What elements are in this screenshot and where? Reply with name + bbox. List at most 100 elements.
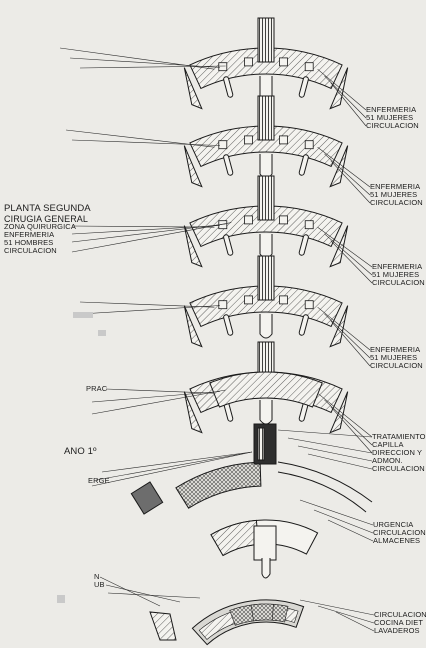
floor1-wing-leader — [330, 82, 367, 127]
floor5-wing-leader — [317, 392, 373, 438]
floor6-outline — [277, 461, 373, 503]
floor2-labels: ENFERMERIA 51 MUJERES CIRCULACION — [370, 183, 423, 207]
floor8-room — [250, 603, 276, 622]
floor4-label-2: 51 MUJERES — [370, 353, 418, 362]
floor4-wing-room — [218, 300, 228, 310]
floor1-wing-leg — [329, 67, 349, 110]
floor2-wing-room — [218, 140, 228, 150]
floor7-label-1: URGENCIA — [373, 520, 414, 529]
floor2-label-3: CIRCULACION — [370, 198, 423, 207]
floor6-leader-right — [297, 445, 373, 462]
floor2-wing-room — [279, 135, 288, 145]
floor7-leader — [299, 499, 374, 526]
floor6-leader-right — [287, 437, 373, 454]
floor2-label-1: ENFERMERIA — [370, 182, 421, 191]
floor4-wing-room — [279, 295, 288, 305]
floor8-stair — [261, 558, 271, 579]
floor6-dark-room — [130, 481, 164, 515]
floor7-leader — [313, 509, 374, 534]
floor5-left-labels: PRAC — [86, 385, 107, 393]
floor8-core — [253, 525, 277, 561]
floor3-labels: ENFERMERIA 51 MUJERES CIRCULACION — [372, 263, 425, 287]
floor4-labels: ENFERMERIA 51 MUJERES CIRCULACION — [370, 346, 423, 370]
floor4-wing-leg — [183, 305, 203, 348]
floor1-wing-leader-left — [79, 65, 226, 69]
floor4-wing-leader — [324, 313, 371, 359]
floor1-wing-leader-left — [69, 57, 221, 68]
floor8-leader-left — [107, 592, 201, 599]
floor8-left-labels: N UB — [94, 573, 105, 589]
floor3-wing-leader — [317, 226, 373, 268]
floor5-wing-leg — [183, 391, 203, 434]
floor8-labels: CIRCULACION COCINA DIET LAVADEROS — [374, 611, 426, 635]
floor3-wing-room — [244, 215, 253, 225]
floor6-wing — [175, 461, 262, 509]
scan-smudge — [98, 330, 106, 336]
floor3-wing-leader-left — [71, 223, 226, 243]
floor4-wing-leader-left — [79, 301, 215, 308]
floor6-title: ANO 1º — [64, 447, 97, 457]
floor3-wing-leader — [330, 240, 373, 284]
floor1-wing-leg — [183, 67, 203, 110]
floor5-wing-leader — [330, 406, 373, 454]
floor1-label-3: CIRCULACION — [366, 121, 419, 130]
floor6-leader-left — [101, 451, 253, 473]
floor7-leader — [327, 519, 374, 542]
floor4-wing-core — [257, 255, 275, 301]
floor3-wing-leader-left — [71, 222, 232, 253]
floor5-wing-leader-left — [91, 389, 226, 415]
floor2-wing-leader — [324, 153, 371, 196]
floor1-label-2: 51 MUJERES — [366, 113, 414, 122]
floor8-leader-right — [317, 605, 375, 624]
floor1-wing-room — [218, 62, 228, 72]
floor3-label-3: CIRCULACION — [372, 278, 425, 287]
floor8-label-1: CIRCULACION — [374, 610, 426, 619]
floor5-inner-ring — [209, 371, 323, 408]
floor4-wing-leader — [330, 320, 371, 367]
floor3-wing-leg — [183, 225, 203, 268]
floor3-wing-leader-left — [71, 225, 221, 235]
floor4-label-1: ENFERMERIA — [370, 345, 421, 354]
floor8-left-label-2: UB — [94, 580, 105, 589]
floor6-leader-right — [307, 453, 373, 470]
floor3-label-2: 51 MUJERES — [372, 270, 420, 279]
floor2-wing-leader — [330, 160, 371, 204]
floor2-wing-leg — [183, 145, 203, 188]
floor2-wing-core — [257, 95, 275, 141]
floor5-wing-leg — [329, 391, 349, 434]
floor2-wing-leader-left — [71, 139, 221, 146]
floor2-wing-leg — [329, 145, 349, 188]
floor2-wing-leader — [317, 146, 371, 188]
floor3-wing-stair — [259, 234, 273, 259]
floor8-leader-left — [105, 584, 181, 603]
floor7-labels: URGENCIA CIRCULACION ALMACENES — [373, 521, 426, 545]
floor2-wing-stair — [259, 154, 273, 179]
floor6-leader-right — [277, 429, 373, 438]
floor3-left-label-2: ENFERMERIA — [4, 230, 55, 239]
floor6-core — [253, 423, 277, 465]
floor1-wing-room — [279, 57, 288, 67]
floor6-left-label-1: ERGE — [88, 476, 110, 485]
floor7-label-2: CIRCULACION — [373, 528, 426, 537]
floor3-wing-room — [304, 220, 314, 230]
floor8-leg — [149, 611, 177, 641]
floor1-labels: ENFERMERIA 51 MUJERES CIRCULACION — [366, 106, 419, 130]
floor4-wing-room — [244, 295, 253, 305]
floor6-left-labels: ERGE — [88, 477, 110, 485]
floor8-label-2: COCINA DIET — [374, 618, 424, 627]
floor5-label-2: CAPILLA — [372, 440, 404, 449]
floor1-wing-core — [257, 17, 275, 63]
floor8-leader-right — [299, 599, 375, 616]
floor3-left-label-1: ZONA QUIRURGICA — [4, 222, 76, 231]
floor3-left-label-4: CIRCULACION — [4, 246, 57, 255]
floor5-wing-leader-left — [105, 388, 215, 394]
floor5-label-3: DIRECCION Y — [372, 448, 423, 457]
floor8-leader-left — [99, 576, 161, 607]
floor8-label-3: LAVADEROS — [374, 626, 420, 635]
floor6-title-1: ANO 1º — [64, 446, 97, 457]
floor4-wing-leader — [317, 306, 371, 351]
floor4-label-3: CIRCULACION — [370, 361, 423, 370]
floor4-wing-leader-left — [79, 305, 221, 315]
floor4-wing-stair — [259, 314, 273, 339]
